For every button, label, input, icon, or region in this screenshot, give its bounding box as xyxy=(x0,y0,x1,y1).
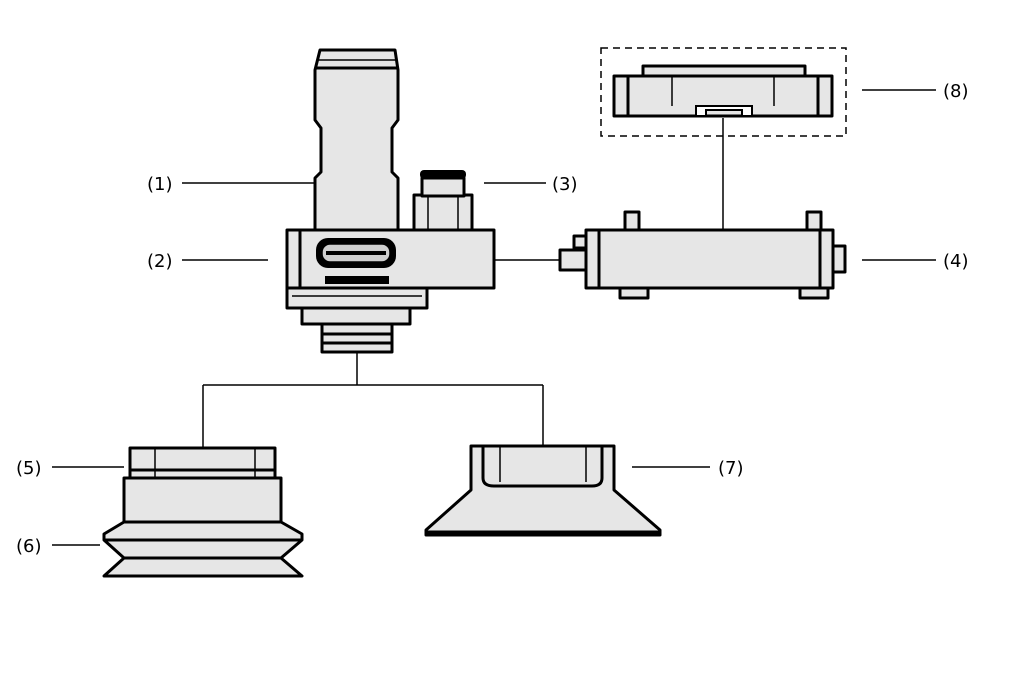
label-8: (8) xyxy=(943,81,969,102)
part-3-connector xyxy=(412,170,474,233)
part-1-handle xyxy=(313,48,400,232)
label-1: (1) xyxy=(147,174,173,195)
leader-lines xyxy=(52,89,936,546)
part-6-bellows-cup xyxy=(102,520,304,578)
label-2: (2) xyxy=(147,251,173,272)
part-5-cup-adapter xyxy=(122,446,283,524)
label-3: (3) xyxy=(552,174,578,195)
label-6: (6) xyxy=(16,536,42,557)
branch-lines xyxy=(202,352,544,448)
part-2-housing xyxy=(285,228,496,354)
part-7-flat-cup xyxy=(424,444,662,537)
label-5: (5) xyxy=(16,458,42,479)
part-4-valve-block xyxy=(558,210,847,300)
part-8-accessory xyxy=(600,47,847,137)
label-7: (7) xyxy=(718,458,744,479)
label-4: (4) xyxy=(943,251,969,272)
